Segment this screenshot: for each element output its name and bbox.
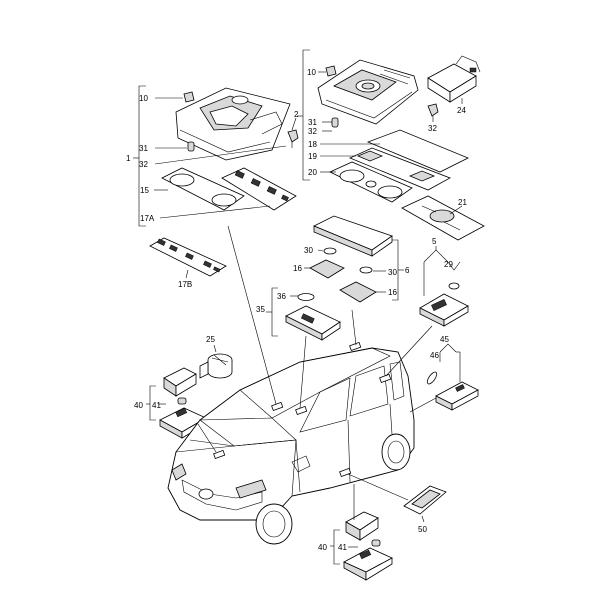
label-30a: 30 bbox=[304, 246, 313, 255]
label-20: 20 bbox=[308, 168, 317, 177]
label-17b: 17B bbox=[178, 280, 192, 289]
bulb-36 bbox=[297, 293, 315, 301]
label-45: 45 bbox=[440, 335, 449, 344]
group-6-interior-light: 6 30 16 30 16 bbox=[293, 215, 410, 303]
label-15: 15 bbox=[140, 186, 149, 195]
label-32b: 32 bbox=[308, 127, 317, 136]
label-31b: 31 bbox=[308, 118, 317, 127]
label-41b: 41 bbox=[338, 543, 347, 552]
label-40b: 40 bbox=[318, 543, 327, 552]
panel-21 bbox=[401, 195, 485, 241]
clip-10 bbox=[183, 91, 195, 103]
bulb-30a bbox=[323, 247, 337, 255]
group-40-switch-b: 40 41 bbox=[318, 511, 393, 581]
group-1-front-console: 1 10 31 32 2 15 bbox=[126, 85, 299, 289]
label-21: 21 bbox=[458, 198, 467, 207]
label-32a: 32 bbox=[139, 160, 148, 169]
bulb-46 bbox=[426, 371, 438, 385]
cover-18 bbox=[366, 129, 469, 173]
console-housing-1 bbox=[175, 87, 291, 161]
mesh-16b bbox=[339, 281, 377, 303]
bracket-1 bbox=[138, 85, 146, 227]
vehicle-outline bbox=[167, 341, 415, 545]
part-50-lamp: 50 bbox=[403, 485, 447, 534]
label-46: 46 bbox=[430, 351, 439, 360]
label-32c: 32 bbox=[428, 124, 437, 133]
lens-17b bbox=[149, 237, 227, 277]
lamp-housing-35 bbox=[285, 305, 341, 341]
label-2: 2 bbox=[294, 110, 299, 119]
mesh-16a bbox=[309, 259, 345, 279]
group-40-switch-a: 40 41 bbox=[134, 367, 207, 439]
label-36: 36 bbox=[277, 292, 286, 301]
label-25: 25 bbox=[206, 335, 215, 344]
label-16b: 16 bbox=[388, 288, 397, 297]
label-1: 1 bbox=[126, 154, 131, 163]
label-30b: 30 bbox=[388, 268, 397, 277]
group-35-reading-light: 35 36 bbox=[256, 287, 341, 341]
lens-17a bbox=[221, 167, 297, 211]
part-25: 25 bbox=[199, 335, 233, 379]
lens-20 bbox=[329, 161, 413, 203]
label-29: 29 bbox=[444, 260, 453, 269]
label-41a: 41 bbox=[152, 401, 161, 410]
leader-lines bbox=[197, 225, 437, 520]
group-45-door-lamp: 45 46 bbox=[426, 335, 479, 411]
group-2-rear-console: 10 31 32 18 19 20 bbox=[297, 49, 485, 241]
label-16a: 16 bbox=[293, 264, 302, 273]
bulb-29 bbox=[448, 282, 460, 290]
lamp-housing-5 bbox=[419, 293, 469, 327]
label-10a: 10 bbox=[139, 94, 148, 103]
label-6: 6 bbox=[405, 266, 410, 275]
clip-10b bbox=[325, 65, 337, 77]
cover-19 bbox=[348, 147, 451, 191]
label-17a: 17A bbox=[140, 214, 155, 223]
label-5: 5 bbox=[432, 237, 437, 246]
module-24 bbox=[427, 55, 481, 103]
label-40a: 40 bbox=[134, 401, 143, 410]
console-housing-2 bbox=[317, 59, 419, 125]
label-35: 35 bbox=[256, 305, 265, 314]
plug-31 bbox=[187, 141, 195, 152]
label-19: 19 bbox=[308, 152, 317, 161]
screw-2 bbox=[287, 129, 299, 143]
label-18: 18 bbox=[308, 140, 317, 149]
label-10b: 10 bbox=[307, 68, 316, 77]
lamp-cover-6 bbox=[313, 215, 393, 257]
bulb-30b bbox=[359, 266, 373, 274]
group-5-lamp: 5 29 bbox=[419, 237, 469, 327]
label-50: 50 bbox=[418, 525, 427, 534]
label-24: 24 bbox=[457, 106, 466, 115]
lens-15 bbox=[161, 167, 245, 211]
screw-32 bbox=[427, 103, 439, 117]
label-31a: 31 bbox=[139, 144, 148, 153]
plug-31b bbox=[331, 117, 339, 128]
bracket-2 bbox=[302, 49, 310, 181]
